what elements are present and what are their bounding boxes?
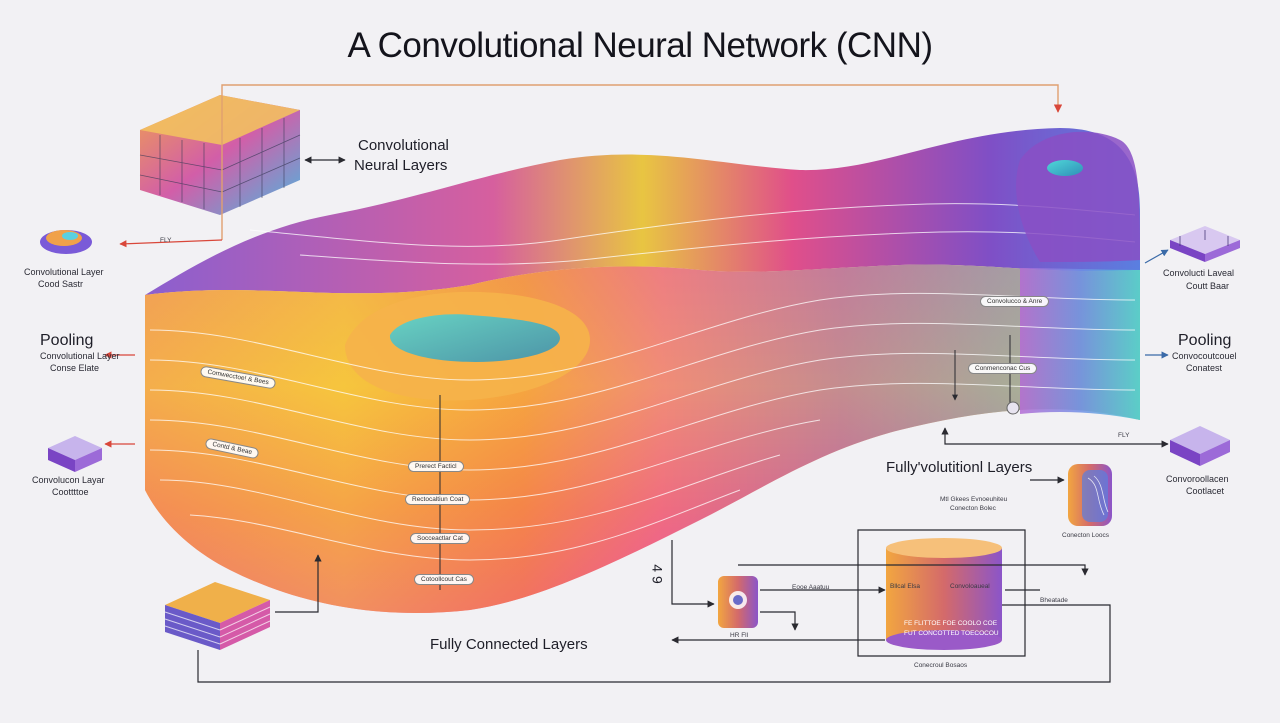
band-pill-6: Cotoollcout Cas xyxy=(414,574,474,585)
label-left-top-2: Cood Sastr xyxy=(38,279,84,289)
label-cyl-bottom: Conecroul Bosaos xyxy=(914,662,968,669)
band-pill-1: Convolucco & Anre xyxy=(980,296,1050,307)
label-right-top-2: Coutt Baar xyxy=(1186,281,1230,291)
band-pill-5: Socceactlar Cat xyxy=(410,533,470,544)
label-left-pooling: Pooling xyxy=(40,332,94,349)
ribbon-hump-pool xyxy=(1047,160,1083,176)
label-ecce: Eooe Aaatuu xyxy=(792,584,830,591)
label-conv-neural-layers-2: Neural Layers xyxy=(354,157,448,174)
ribbon-hump xyxy=(1016,131,1140,262)
label-left-pooling-sub1: Convolutional Layer xyxy=(40,351,120,361)
band-pill-8: Conmenconac Cus xyxy=(968,363,1038,374)
label-right-pooling: Pooling xyxy=(1178,332,1232,349)
ribbon-right-face xyxy=(1020,268,1140,420)
band-pill-4: Rectocaltiun Coat xyxy=(405,494,471,505)
label-right-bottom-2: Cootlacet xyxy=(1186,486,1225,496)
label-right-pooling-sub2: Conatest xyxy=(1186,363,1223,373)
label-glyph-49: 4 9 xyxy=(649,564,666,584)
label-right-small: Bheatade xyxy=(1040,597,1068,604)
label-cyl-mid2: FUT CONCOTTED TOECOCOU xyxy=(904,630,999,637)
label-right-top-1: Convolucti Laveal xyxy=(1163,268,1235,278)
label-cyl-mid1: FE FLITTOE FOE COOLO COE xyxy=(904,620,998,627)
label-left-top-1: Convolutional Layer xyxy=(24,267,104,277)
fc-cylinder xyxy=(886,538,1002,650)
input-image-cube xyxy=(139,95,301,215)
label-hr: HR Fll xyxy=(730,632,749,639)
ribbon-inner-pool xyxy=(389,314,560,362)
label-right-bottom-1: Convoroollacen xyxy=(1166,474,1229,484)
right-tall-block-icon xyxy=(1068,464,1112,526)
label-cyl-top2: Convoloaueal xyxy=(950,583,990,590)
bottom-left-stack-icon xyxy=(164,582,271,650)
left-top-blob-icon xyxy=(40,230,92,254)
label-left-bottom-1: Convolucon Layar xyxy=(32,475,105,485)
label-fr-small-2: FLY xyxy=(1118,432,1130,439)
connectors xyxy=(104,84,1169,683)
main-ribbon xyxy=(145,128,1140,614)
small-node-icon xyxy=(718,576,758,628)
label-conecton: Conecton Loocs xyxy=(1062,532,1109,539)
label-left-pooling-sub2: Conse Elate xyxy=(50,363,100,373)
right-bottom-box-icon xyxy=(1170,426,1230,466)
label-left-bottom-2: Coottttoe xyxy=(52,487,89,497)
label-right-pooling-sub1: Convocoutcouel xyxy=(1172,351,1237,361)
ribbon-flow-lines xyxy=(149,203,1136,561)
band-pill-3: Prerect Facticl xyxy=(408,461,464,472)
label-conv-neural-layers-1: Convolutional xyxy=(358,137,449,154)
left-bottom-box-icon xyxy=(48,436,102,472)
label-fully-volutional: Fully'volutitionl Layers xyxy=(886,459,1033,476)
label-cyl-top: Bllcal Elsa xyxy=(890,583,920,590)
ribbon-markers xyxy=(439,335,1020,590)
label-fr-small: FLY xyxy=(160,237,172,244)
label-fully-volutional-sub1: Mtl Gkees Evnoeuhiteu xyxy=(940,496,1008,503)
right-top-cube-icon xyxy=(1170,226,1240,262)
diagram-title: A Convolutional Neural Network (CNN) xyxy=(347,26,934,65)
label-fully-volutional-sub2: Conecton Bolec xyxy=(950,505,996,512)
label-fully-connected: Fully Connected Layers xyxy=(430,636,588,653)
ribbon-top-surface xyxy=(145,128,1140,295)
